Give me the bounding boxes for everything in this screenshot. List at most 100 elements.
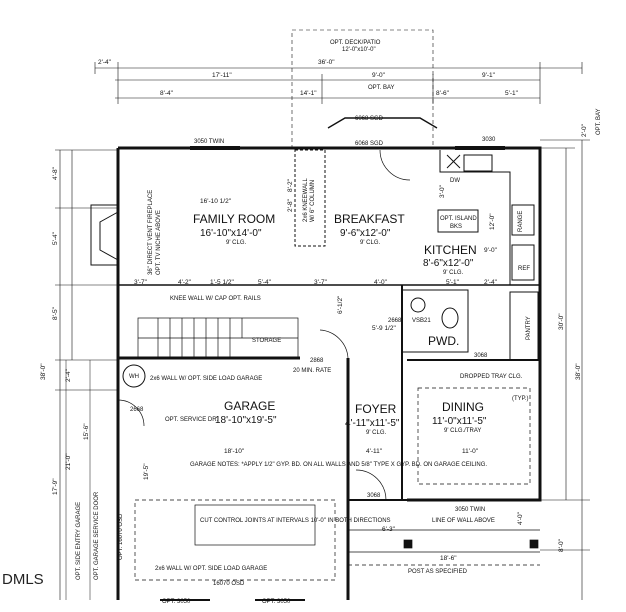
cut-control-label: CUT CONTROL JOINTS AT INTERVALS 10'-0" I… [200, 518, 391, 524]
door-16070-label: 16070 OSD [213, 581, 245, 587]
range-label: RANGE [518, 211, 524, 232]
wh-label: WH [129, 374, 139, 380]
dim-2-8: 2'-8" [287, 198, 294, 212]
pwd-name: PWD. [428, 334, 459, 348]
door-swing [117, 399, 145, 427]
kitchen-ceiling: 9' CLG. [443, 270, 463, 276]
powder-room [401, 289, 469, 353]
door-3068-a-label: 3068 [367, 493, 381, 499]
kitchen-counters [437, 150, 535, 285]
dw-label: DW [450, 178, 460, 184]
dim-8-6: 8'-6" [436, 90, 450, 97]
door-2868-label: 2868 [310, 358, 324, 364]
dim-garage-19-5: 19'-5" [143, 463, 150, 480]
dim-kitchen-9-0: 9'-0" [484, 247, 498, 254]
twin-top-label: 3050 TWIN [194, 139, 224, 145]
garage-notes: GARAGE NOTES: *APPLY 1/2" GYP. BD. ON AL… [190, 462, 487, 468]
garage-size: 18'-10"x19'-5" [215, 415, 277, 426]
dim-17-11: 17'-11" [212, 72, 232, 79]
opt-bay-label: OPT. BAY [368, 85, 395, 91]
sgd-label-a: 6068 SGD [355, 116, 384, 122]
garage-slab-dashed [134, 499, 336, 581]
column-label: W/ 6" COLUMN [310, 180, 316, 222]
service-door-label: OPT. GARAGE SERVICE DOOR [94, 491, 100, 580]
water-heater [122, 364, 146, 388]
watermark: DMLS [2, 571, 44, 588]
dropped-tray-label: DROPPED TRAY CLG. [460, 374, 523, 380]
knee-wall [294, 149, 326, 247]
dining-name: DINING [442, 400, 484, 414]
breakfast-name: BREAKFAST [334, 212, 405, 226]
dim-dining-11-0: 11'-0" [462, 448, 479, 455]
door-swing [355, 469, 387, 501]
dim-left-38-0: 38'-0" [40, 363, 47, 380]
knee-cap-label: KNEE WALL W/ CAP OPT. RAILS [170, 296, 261, 302]
opt-16070-label: OPT. 16070 OSD [118, 513, 124, 560]
window-3030-label: 3030 [482, 137, 496, 143]
opt-island-ext: BKS [450, 224, 462, 230]
knee-wall-label: 2x6 KNEEWALL [303, 178, 309, 222]
breakfast-ceiling: 9' CLG. [360, 240, 380, 246]
family-room-size: 16'-10"x14'-0" [200, 228, 262, 239]
opt-bay-right-label: OPT. BAY [596, 108, 602, 135]
door-2668-b-label: 2668 [388, 318, 402, 324]
dim-row-2-4: 2'-4" [484, 279, 498, 286]
vanity-label: VSB21 [412, 318, 431, 324]
foyer-ceiling: 9' CLG. [366, 430, 386, 436]
kitchen-name: KITCHEN [424, 243, 477, 257]
exterior-wall [118, 146, 542, 502]
dim-row-3-7b: 3'-7" [314, 279, 328, 286]
dim-kitchen-3-0: 3'-0" [439, 184, 446, 198]
family-room-ceiling: 9' CLG. [226, 240, 246, 246]
ref-label: REF [518, 266, 530, 272]
dim-garage-width: 18'-10" [224, 448, 245, 455]
door-3068-b-label: 3068 [474, 353, 488, 359]
storage-name: STORAGE [252, 338, 281, 344]
dim-5-1: 5'-1" [505, 90, 519, 97]
tv-niche-label: OPT. TV NICHE ABOVE [156, 210, 162, 275]
hall-wall-label: 2x6 WALL W/ OPT. SIDE LOAD GARAGE [150, 376, 262, 382]
dim-14-1: 14'-1" [300, 90, 317, 97]
cut-control-box [194, 504, 316, 546]
direct-vent-label: 36" DIRECT VENT FIREPLACE [148, 190, 154, 275]
foyer-name: FOYER [355, 402, 397, 416]
porch [348, 529, 540, 566]
stairs [137, 317, 299, 359]
dim-row-4-2: 4'-2" [178, 279, 192, 286]
opt-deck-size: 12'-0"x10'-0" [342, 47, 376, 53]
dim-overall-top: 36'-0" [318, 59, 335, 66]
dim-row-5-4: 5'-4" [258, 279, 272, 286]
door-2668-a-label: 2668 [130, 407, 144, 413]
opt-service-label: OPT. SERVICE DR. [165, 417, 219, 423]
dim-right-8-0: 8'-0" [558, 538, 565, 552]
dim-8-2: 8'-2" [287, 178, 294, 192]
foyer-size: 4'-11"x11'-5" [345, 418, 400, 429]
fireplace [90, 204, 119, 266]
line-of-wall-label: LINE OF WALL ABOVE [432, 518, 495, 524]
opt-island-label: OPT. ISLAND [440, 216, 477, 222]
dim-right-4-0: 4'-0" [517, 511, 524, 525]
door-swing [379, 149, 411, 181]
dining-tray-outline [417, 387, 531, 485]
dining-ceiling: 9' CLG./TRAY [444, 428, 481, 434]
garage-name: GARAGE [224, 399, 275, 413]
twin-bottom-label: 3050 TWIN [455, 507, 485, 513]
dim-left-5-4: 5'-4" [52, 231, 59, 245]
dim-left-8-5: 8'-5" [52, 306, 59, 320]
dim-porch-18-6: 18'-6" [440, 555, 457, 562]
dim-row-5-1: 5'-1" [446, 279, 460, 286]
dim-family-width: 16'-10 1/2" [200, 198, 232, 205]
dim-5-9: 5'-9 1/2" [372, 325, 396, 332]
dim-row-4-0: 4'-0" [374, 279, 388, 286]
opt-3050-b-label: OPT. 3050 [262, 599, 291, 605]
opt-bay-outline [327, 117, 438, 129]
dim-left-15-6: 15'-6" [83, 423, 90, 440]
typ-label: (TYP.) [512, 396, 529, 402]
kitchen-size: 8'-6"x12'-0" [423, 258, 474, 269]
pantry [509, 291, 539, 361]
side-wall-bottom-label: 2x6 WALL W/ OPT. SIDE LOAD GARAGE [155, 566, 267, 572]
dim-9-0: 9'-0" [372, 72, 386, 79]
dim-left-4-8: 4'-8" [52, 166, 59, 180]
dim-6-1: 6'-1/2" [337, 295, 344, 314]
